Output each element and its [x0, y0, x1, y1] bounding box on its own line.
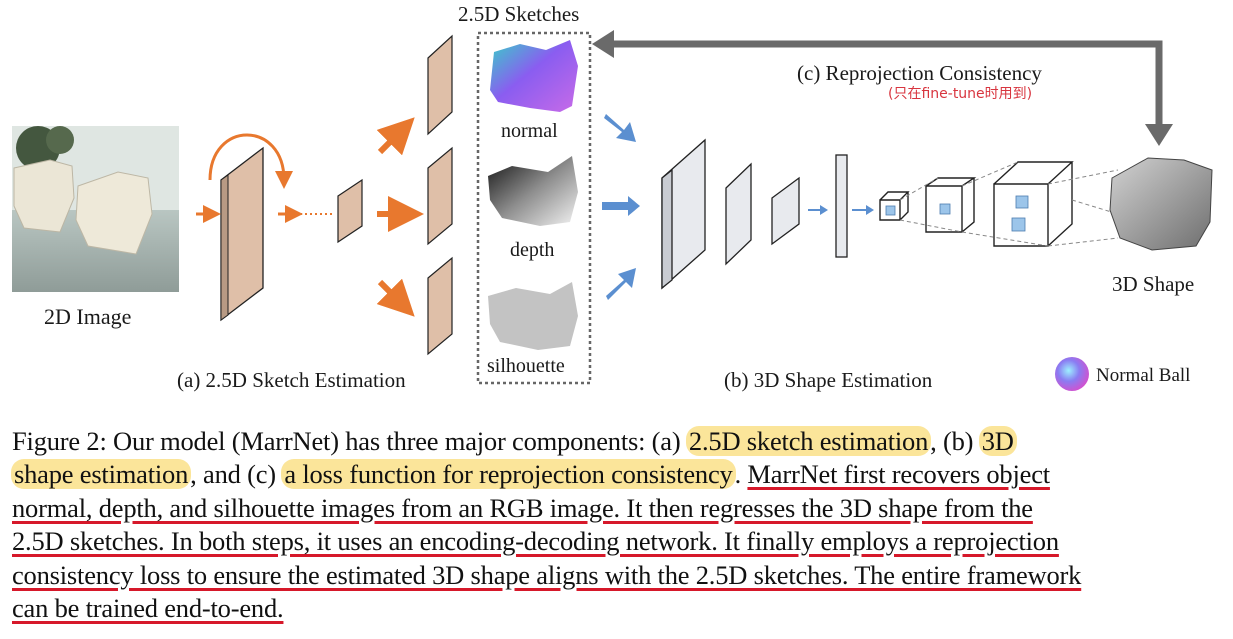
caption-text: , and (c) [190, 459, 283, 490]
figure-caption: Figure 2: Our model (MarrNet) has three … [11, 425, 1224, 625]
reprojection-arrow [592, 30, 1173, 146]
highlight-shape-estimation: shape estimation [11, 459, 192, 490]
stage-b-label: (b) 3D Shape Estimation [724, 368, 933, 392]
caption-line-1: Figure 2: Our model (MarrNet) has three … [12, 425, 1224, 458]
voxel-cubes [879, 161, 1119, 247]
reprojection-label: (c) Reprojection Consistency [797, 61, 1042, 85]
highlight-3d: 3D [978, 426, 1017, 456]
highlight-loss-function: a loss function for reprojection consist… [281, 459, 736, 490]
highlight-sketch-estimation: 2.5D sketch estimation [685, 426, 932, 456]
stage-a-label: (a) 2.5D Sketch Estimation [177, 368, 406, 392]
marrnet-diagram: 2.5D Sketches 2D Image normal depth silh… [12, 2, 1213, 392]
caption-line-6: can be trained end-to-end. [12, 593, 284, 624]
underlined-text: MarrNet first recovers object [747, 459, 1050, 490]
caption-line-4: 2.5D sketches. In both steps, it uses an… [12, 526, 1059, 557]
input-photo [12, 126, 179, 292]
caption-text: , (b) [930, 426, 980, 456]
output-label: 3D Shape [1112, 272, 1195, 296]
sketch-decoders [376, 34, 453, 356]
sketch-encoder [196, 133, 363, 322]
shape-output [1109, 157, 1213, 251]
silhouette-map [488, 282, 578, 350]
input-label: 2D Image [44, 304, 132, 329]
caption-line-5: consistency loss to ensure the estimated… [12, 559, 1082, 590]
reprojection-note: (只在fine-tune时用到) [888, 86, 1033, 102]
silhouette-label: silhouette [487, 355, 565, 377]
normal-label: normal [501, 120, 558, 142]
caption-line-3: normal, depth, and silhouette images fro… [12, 492, 1033, 523]
normal-ball-label: Normal Ball [1096, 365, 1191, 386]
depth-map [488, 156, 578, 226]
caption-text: Figure 2: Our model (MarrNet) has three … [12, 426, 687, 456]
blue-arrows [602, 114, 874, 300]
caption-line-2: shape estimation, and (c) a loss functio… [11, 458, 1224, 491]
normal-ball-icon [1055, 357, 1089, 391]
sketches-box [476, 31, 592, 385]
depth-label: depth [510, 239, 555, 261]
caption-text: . [734, 459, 748, 490]
sketches-title: 2.5D Sketches [458, 2, 580, 26]
diagram-canvas [12, 30, 1213, 391]
normal-map [490, 40, 578, 112]
shape-network [661, 138, 848, 290]
